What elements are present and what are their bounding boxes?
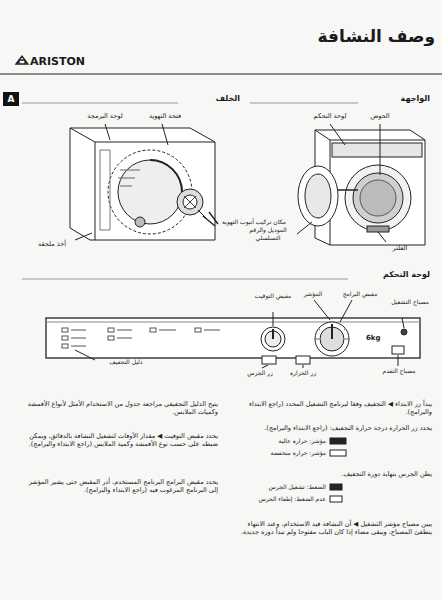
leader-line bbox=[378, 232, 386, 242]
part-label: لوحة البرمجة bbox=[70, 112, 140, 120]
part-label: دليل التجفيف bbox=[96, 358, 156, 366]
leader-line bbox=[297, 222, 312, 234]
section-rule bbox=[22, 279, 348, 280]
bell-icon bbox=[330, 484, 342, 490]
bell-icon bbox=[330, 496, 342, 502]
body-text: يطن الجرس بنهاية دورة التجفيف. bbox=[232, 470, 432, 478]
leader-line bbox=[75, 350, 95, 360]
part-label: 6kg bbox=[366, 334, 388, 343]
part-label: فتحة التهوية bbox=[130, 112, 200, 120]
part-label: الفلتر bbox=[380, 244, 420, 252]
leader-line bbox=[380, 124, 381, 175]
part-label: لوحة التحكم bbox=[350, 270, 430, 280]
heat-icon bbox=[330, 438, 346, 444]
leader-line bbox=[162, 124, 168, 145]
body-text: يحدد زر الحرارة درجة حرارة التجفيف: (راج… bbox=[232, 424, 432, 432]
heat-icon bbox=[330, 450, 346, 456]
leader-line bbox=[402, 318, 404, 328]
section-rule bbox=[250, 103, 358, 104]
leader-line bbox=[262, 365, 268, 368]
part-label: مصباح التقدم bbox=[376, 367, 422, 375]
body-text: يحدد مقبض التوقيت ◀ مقدار الأوقات لتشغيل… bbox=[18, 432, 218, 448]
page-title: وصف النشافة bbox=[290, 26, 435, 47]
part-label: أخذ ملحقة bbox=[24, 240, 80, 248]
part-label: زر الجرس bbox=[240, 369, 280, 377]
brand-name: ARISTON bbox=[30, 55, 110, 69]
body-text: مؤشر: حرارة عالية bbox=[250, 437, 326, 445]
leader-line bbox=[330, 124, 345, 145]
header-rule bbox=[0, 73, 442, 74]
leader-line bbox=[398, 355, 399, 366]
control-panel bbox=[46, 318, 420, 364]
body-text: يحدد مقبض البرامج البرنامج المستخدم، أدر… bbox=[18, 478, 218, 494]
dryer-front-view bbox=[298, 130, 425, 245]
leader-line bbox=[303, 365, 304, 368]
body-text: يبدأ زر الابتداء ◀ التجفيف وفقا لبرنامج … bbox=[232, 400, 432, 416]
leader-line bbox=[273, 312, 274, 326]
part-label: الحوض bbox=[355, 112, 405, 120]
leader-line bbox=[314, 300, 330, 320]
body-text: عدم الضغط: إطفاء الجرس bbox=[250, 495, 326, 503]
part-label: مقبض التوقيت bbox=[250, 292, 296, 300]
part-label: الخلف bbox=[180, 94, 240, 104]
part-label: زر الحرارة bbox=[282, 369, 324, 377]
leader-line bbox=[340, 300, 352, 322]
brand-logo bbox=[16, 56, 28, 64]
part-label: الموديل والرقم التسلسلي bbox=[238, 226, 298, 241]
page-tab: A bbox=[3, 92, 19, 106]
leader-line bbox=[198, 210, 206, 218]
part-label: مصباح التشغيل bbox=[388, 298, 432, 306]
body-text: الضغط: تشغيل الجرس bbox=[250, 483, 326, 491]
body-text: يبين مصباح مؤشر التشغيل ◀ أن النشافة قيد… bbox=[232, 520, 432, 536]
body-text: مؤشر: حرارة منخفضة bbox=[250, 449, 326, 457]
part-label: الواجهة bbox=[358, 94, 430, 104]
part-label: لوحة التحكم bbox=[300, 112, 360, 120]
leader-line bbox=[75, 233, 92, 240]
dryer-back-view bbox=[70, 128, 218, 240]
part-label: مقبض البرامج bbox=[334, 290, 386, 298]
leader-line bbox=[105, 124, 110, 140]
section-rule bbox=[22, 103, 178, 104]
body-text: يتيح الدليل التجفيفي مراجعة جدول من الاس… bbox=[18, 400, 218, 416]
part-label: المؤشر bbox=[296, 290, 330, 298]
tab-letter: A bbox=[8, 94, 15, 104]
part-label: مكان تركيب أنبوب التهوية bbox=[206, 218, 286, 226]
